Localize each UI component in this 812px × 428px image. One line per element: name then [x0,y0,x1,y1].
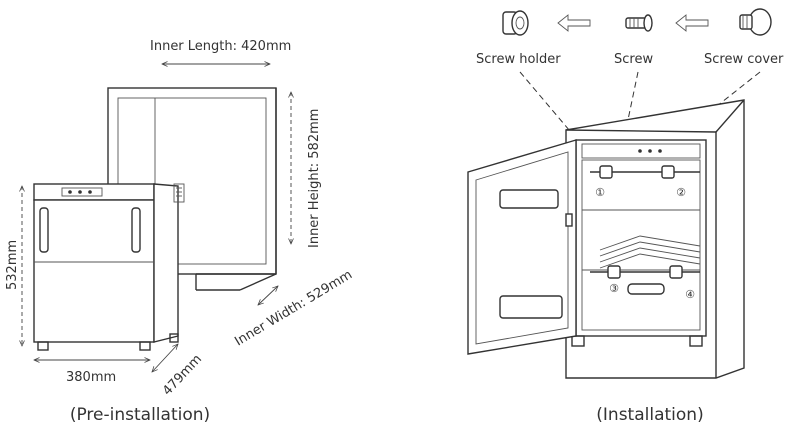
cabinet-opening [107,87,277,291]
screw-cover-label: Screw cover [704,52,784,67]
screw-holder-icon [502,10,529,36]
step-markers: ① ② ③ ④ [595,186,695,301]
fridge-front-unit [33,183,185,351]
marker-1: ① [595,186,605,199]
screw-icon [625,14,653,32]
inner-width-dimension: Inner Width: 529mm [232,267,355,349]
inner-height-dimension: Inner Height: 582mm [291,92,322,248]
parts-row: Screw holder Screw Screw cover [476,8,784,67]
depth-479-label: 479mm [160,352,205,399]
screw-holder-label: Screw holder [476,52,561,67]
screw-cover-icon [739,8,772,36]
inner-height-label: Inner Height: 582mm [307,109,322,248]
height-532-label: 532mm [5,240,20,290]
marker-2: ② [676,186,686,199]
screw-label: Screw [614,52,653,67]
inner-width-label: Inner Width: 529mm [232,267,355,349]
open-door [467,139,577,355]
width-380-label: 380mm [66,370,116,385]
arrow-left-icon [557,14,591,32]
installation-caption: (Installation) [596,405,703,425]
marker-3: ③ [609,282,619,295]
arrow-left-icon-2 [675,14,709,32]
marker-4: ④ [685,288,695,301]
width-380-dimension: 380mm [34,360,150,385]
inner-length-dimension: Inner Length: 420mm [150,39,291,64]
pre-installation-caption: (Pre-installation) [70,405,210,425]
inner-length-label: Inner Length: 420mm [150,39,291,54]
height-532-dimension: 532mm [5,186,22,346]
installed-fridge [565,99,745,379]
depth-479-dimension: 479mm [152,344,205,399]
